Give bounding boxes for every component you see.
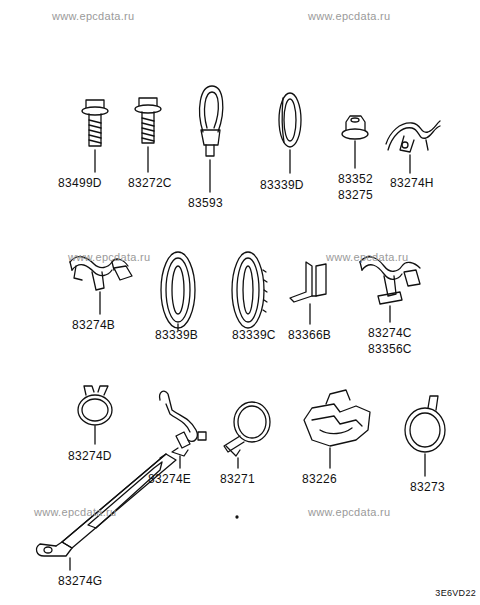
wire-clamp: [360, 257, 420, 322]
part-number: 83339B: [155, 328, 198, 342]
watermark: www.epcdata.ru: [326, 250, 408, 264]
watermark: www.epcdata.ru: [34, 505, 116, 519]
watermark: www.epcdata.ru: [308, 9, 390, 23]
part-number: 83274C: [368, 326, 412, 340]
wire-clip: [160, 391, 206, 468]
band-clamp: [405, 396, 445, 476]
clamp-clip: [304, 390, 370, 468]
watermark: www.epcdata.ru: [308, 505, 390, 519]
grommet: [161, 252, 195, 330]
part-number: 83274D: [68, 449, 112, 463]
part-number: 83274E: [148, 472, 191, 486]
part-number: 83272C: [128, 176, 172, 190]
part-number: 83274G: [58, 574, 103, 588]
part-number: 83273: [410, 480, 445, 494]
part-number: 83593: [188, 196, 223, 210]
wire-clamp: [70, 257, 132, 314]
wire-clamp: [78, 386, 112, 444]
watermark: www.epcdata.ru: [68, 250, 150, 264]
bracket: [290, 262, 326, 324]
part-number: 83339D: [260, 178, 304, 192]
wire-clamp: [386, 121, 440, 173]
flange-bolt: [135, 98, 161, 172]
part-number: 83499D: [58, 176, 102, 190]
band-tie: [224, 402, 270, 468]
watermark: www.epcdata.ru: [52, 9, 134, 23]
part-number: 83271: [220, 472, 255, 486]
flange-nut: [342, 116, 368, 168]
part-number: 83366B: [288, 328, 331, 342]
part-number: 83274H: [390, 176, 434, 190]
part-number: 83352: [338, 172, 373, 186]
flange-bolt: [82, 100, 108, 172]
part-number: 83274B: [72, 318, 115, 332]
part-number: 83226: [302, 472, 337, 486]
grommet: [279, 93, 301, 173]
drawing-code: 3E6VD22: [435, 586, 476, 600]
part-number: 83356C: [368, 342, 412, 356]
speck: [236, 516, 238, 518]
part-number: 83275: [338, 188, 373, 202]
grommet: [232, 252, 267, 328]
wire-clip: [200, 86, 223, 192]
part-number: 83339C: [232, 328, 276, 342]
